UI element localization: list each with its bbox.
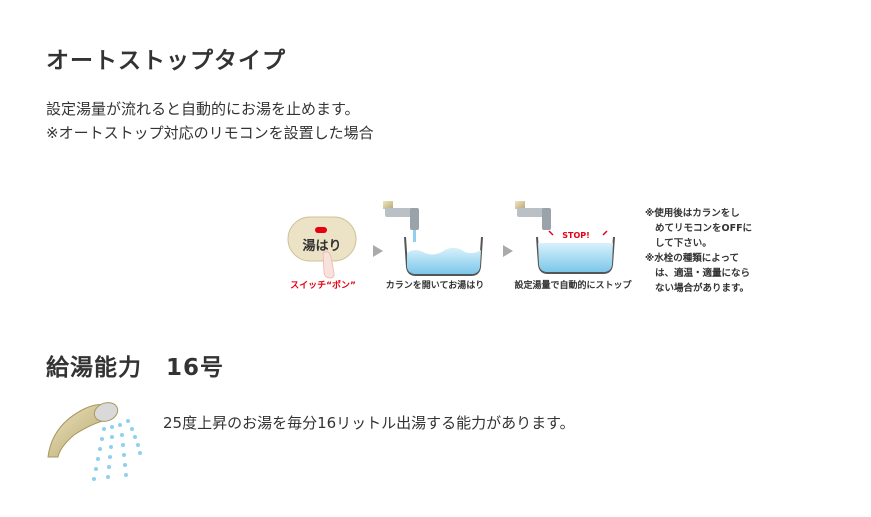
section-title-capacity: 給湯能力 16号 — [46, 355, 225, 381]
note-line: は、適温・適量になら — [655, 268, 751, 279]
switch-caption: スイッチ“ポン” — [290, 279, 356, 291]
arrow-icon — [373, 245, 383, 257]
note-line: ※水栓の種類によって — [645, 253, 739, 264]
note-line: して下さい。 — [655, 238, 712, 249]
auto-stop-desc-line2: ※オートストップ対応のリモコンを設置した場合 — [46, 124, 374, 142]
arrow-icon — [503, 245, 513, 257]
auto-stop-description: 設定湯量が流れると自動的にお湯を止めます。 ※オートストップ対応のリモコンを設置… — [46, 97, 374, 145]
step3-caption: 設定湯量で自動的にストップ — [514, 279, 632, 291]
auto-stop-desc-line1: 設定湯量が流れると自動的にお湯を止めます。 — [46, 100, 360, 118]
shower-head-icon — [47, 402, 142, 481]
tub-filling-icon — [383, 201, 483, 276]
tub-stop-icon — [515, 201, 615, 274]
step2-caption: カランを開いてお湯はり — [386, 279, 484, 291]
section-title-auto-stop: オートストップタイプ — [46, 48, 286, 74]
auto-stop-diagram: 湯はり スイッチ“ポン” カランを開いてお湯はり STOP! 設定湯量で自動的に… — [287, 201, 632, 291]
note-line: ない場合があります。 — [655, 283, 750, 294]
note-line: ※使用後はカランをし — [645, 208, 740, 219]
note-line: めてリモコンをOFFに — [655, 223, 753, 234]
stop-label: STOP! — [562, 231, 590, 240]
capacity-description: 25度上昇のお湯を毎分16リットル出湯する能力があります。 — [163, 414, 575, 432]
remote-button-icon: 湯はり — [287, 216, 357, 279]
usage-notes: ※使用後はカランをし めてリモコンをOFFに して下さい。 ※水栓の種類によって… — [645, 206, 765, 296]
finger-icon — [322, 251, 335, 279]
remote-button-label: 湯はり — [302, 238, 341, 254]
